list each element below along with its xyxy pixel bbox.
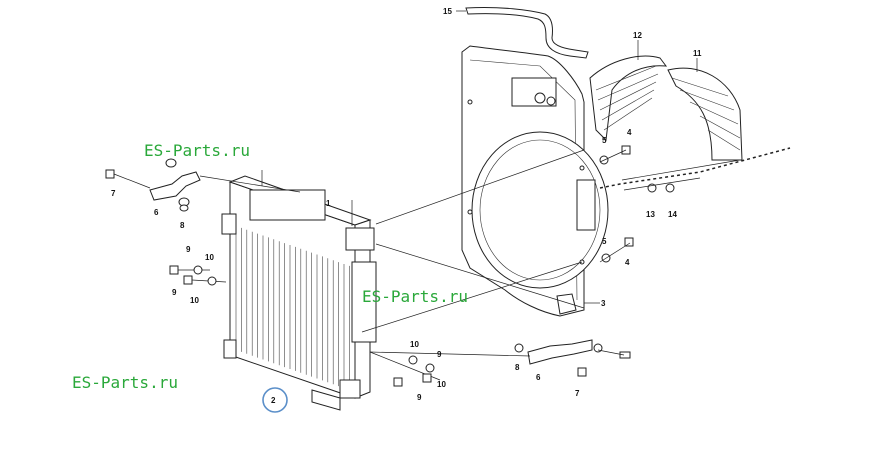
callout-11: 11 (693, 49, 702, 58)
callout-9-b: 9 (172, 288, 177, 297)
callout-5-mid: 5 (602, 237, 607, 246)
watermark-top: ES-Parts.ru (144, 141, 250, 160)
callout-4-mid: 4 (625, 258, 630, 267)
highlight-circle-part-2 (262, 387, 288, 413)
watermark-bottom: ES-Parts.ru (72, 373, 178, 392)
callout-6-right: 6 (536, 373, 541, 382)
callout-9-a: 9 (186, 245, 191, 254)
radiator-part-2 (221, 170, 377, 411)
callout-9-d: 9 (417, 393, 422, 402)
callout-10-b: 10 (190, 296, 199, 305)
callout-7-right: 7 (575, 389, 580, 398)
callout-7-left: 7 (111, 189, 116, 198)
callout-9-c: 9 (437, 350, 442, 359)
seal-strip-part-15 (456, 6, 589, 59)
fan-guard-part-12 (589, 40, 668, 142)
bracket-part-6-top (149, 171, 201, 201)
fan-guard-part-11 (667, 58, 743, 161)
callout-13: 13 (646, 210, 655, 219)
callout-3: 3 (601, 299, 606, 308)
callout-10-d: 10 (437, 380, 446, 389)
callout-12: 12 (633, 31, 642, 40)
fasteners (105, 145, 675, 387)
callout-8-right: 8 (515, 363, 520, 372)
bracket-part-6-bottom (527, 339, 593, 365)
callout-4-top: 4 (627, 128, 632, 137)
callout-8-left: 8 (180, 221, 185, 230)
watermark-middle: ES-Parts.ru (362, 287, 468, 306)
radiator-fins (235, 226, 350, 390)
callout-labels: 15 12 11 5 4 13 14 4 5 3 7 6 8 1 9 10 9 … (111, 7, 702, 405)
callout-10-a: 10 (205, 253, 214, 262)
leader-lines (199, 149, 741, 357)
dashed-guard-outline (599, 147, 791, 189)
callout-6-left: 6 (154, 208, 159, 217)
callout-15: 15 (443, 7, 452, 16)
callout-2: 2 (271, 396, 276, 405)
callout-5-top: 5 (602, 136, 607, 145)
callout-1: 1 (326, 199, 331, 208)
callout-14: 14 (668, 210, 677, 219)
callout-10-c: 10 (410, 340, 419, 349)
fan-shroud-part-3 (461, 45, 609, 317)
